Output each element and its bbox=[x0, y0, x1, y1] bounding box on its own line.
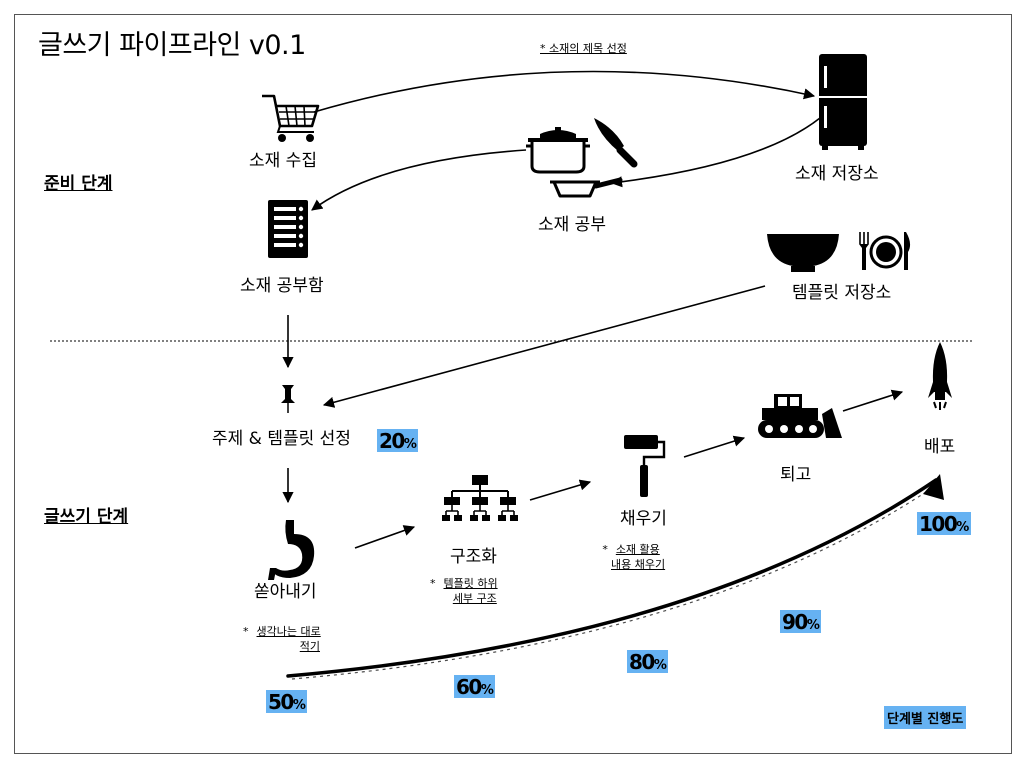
node-study-box-label: 소재 공부함 bbox=[240, 276, 324, 296]
progress-unit: % bbox=[806, 618, 820, 633]
node-dump-label: 쏟아내기 bbox=[254, 582, 317, 602]
node-select-label: 주제 & 템플릿 선정 bbox=[212, 429, 351, 449]
progress-value: 80 bbox=[629, 650, 655, 674]
rocket-icon bbox=[928, 342, 952, 410]
node-storage-label: 소재 저장소 bbox=[795, 164, 879, 184]
progress-badge: 50% bbox=[266, 690, 308, 714]
stomach-icon bbox=[268, 520, 315, 580]
frying-pan-icon bbox=[550, 177, 623, 198]
arrow-storage-to-study bbox=[610, 117, 821, 188]
shopping-cart-icon bbox=[262, 94, 320, 142]
note-dump-line2: 적기 bbox=[299, 640, 320, 654]
progress-badge: 90% bbox=[780, 610, 822, 634]
note-fill-line1: 소재 활용 bbox=[615, 543, 660, 556]
progress-value: 50 bbox=[268, 690, 294, 714]
progress-badge: 100% bbox=[917, 512, 971, 536]
note-fill: * 소재 활용 내용 채우기 bbox=[597, 542, 665, 573]
bowl-icon bbox=[767, 234, 839, 272]
plate-cutlery-icon bbox=[859, 232, 911, 270]
node-structure-label: 구조화 bbox=[450, 547, 497, 567]
progress-unit: % bbox=[653, 658, 667, 673]
knife-icon bbox=[594, 118, 638, 168]
node-deploy-label: 배포 bbox=[924, 437, 956, 457]
pushpin-icon bbox=[281, 385, 295, 413]
arrow-study-to-box bbox=[311, 149, 527, 211]
node-study-label: 소재 공부 bbox=[538, 215, 606, 235]
bulldozer-icon bbox=[758, 394, 842, 438]
pot-icon bbox=[526, 127, 590, 174]
progress-unit: % bbox=[403, 437, 417, 452]
arrow-structure-to-fill bbox=[529, 479, 592, 501]
node-revise-label: 퇴고 bbox=[780, 465, 812, 485]
refrigerator-icon bbox=[819, 54, 867, 150]
note-structure-line2: 세부 구조 bbox=[452, 592, 497, 606]
node-template-storage-label: 템플릿 저장소 bbox=[792, 283, 892, 303]
note-structure: * 템플릿 하위 세부 구조 bbox=[430, 576, 498, 607]
node-fill-label: 채우기 bbox=[620, 509, 667, 529]
progress-value: 60 bbox=[456, 675, 482, 699]
progress-unit: % bbox=[480, 683, 494, 698]
progress-unit: % bbox=[292, 698, 306, 713]
note-star: * bbox=[430, 577, 436, 590]
diagram-frame bbox=[14, 14, 1012, 754]
arrow-collect-to-storage bbox=[313, 70, 816, 113]
progress-value: 100 bbox=[919, 512, 958, 536]
section-prep-label: 준비 단계 bbox=[44, 174, 113, 194]
org-chart-icon bbox=[442, 475, 518, 521]
progress-curve bbox=[286, 474, 944, 680]
note-fill-line2: 내용 채우기 bbox=[611, 558, 666, 572]
progress-value: 20 bbox=[379, 429, 405, 453]
arrow-template-to-select bbox=[322, 285, 766, 408]
note-star: * bbox=[243, 625, 249, 638]
progress-unit: % bbox=[956, 520, 969, 535]
progress-badge: 20% bbox=[377, 429, 419, 453]
arrow-revise-to-deploy bbox=[842, 389, 904, 412]
progress-badge: 60% bbox=[454, 675, 496, 699]
page-title: 글쓰기 파이프라인 v0.1 bbox=[38, 30, 306, 61]
note-structure-line1: 템플릿 하위 bbox=[443, 577, 498, 590]
section-writing-label: 글쓰기 단계 bbox=[44, 507, 129, 527]
note-star: * bbox=[602, 543, 608, 556]
note-dump: * 생각나는 대로 적기 bbox=[243, 624, 321, 655]
arrow-fill-to-revise bbox=[683, 435, 746, 458]
progress-legend: 단계별 진행도 bbox=[884, 706, 967, 729]
checklist-icon bbox=[268, 200, 308, 258]
note-dump-line1: 생각나는 대로 bbox=[256, 625, 321, 638]
node-collect-label: 소재 수집 bbox=[249, 151, 317, 171]
paint-roller-icon bbox=[624, 435, 666, 497]
progress-value: 90 bbox=[782, 610, 808, 634]
progress-badge: 80% bbox=[627, 650, 669, 674]
arrow-dump-to-structure bbox=[354, 525, 416, 549]
top-arrow-note: * 소재의 제목 선정 bbox=[540, 42, 627, 55]
